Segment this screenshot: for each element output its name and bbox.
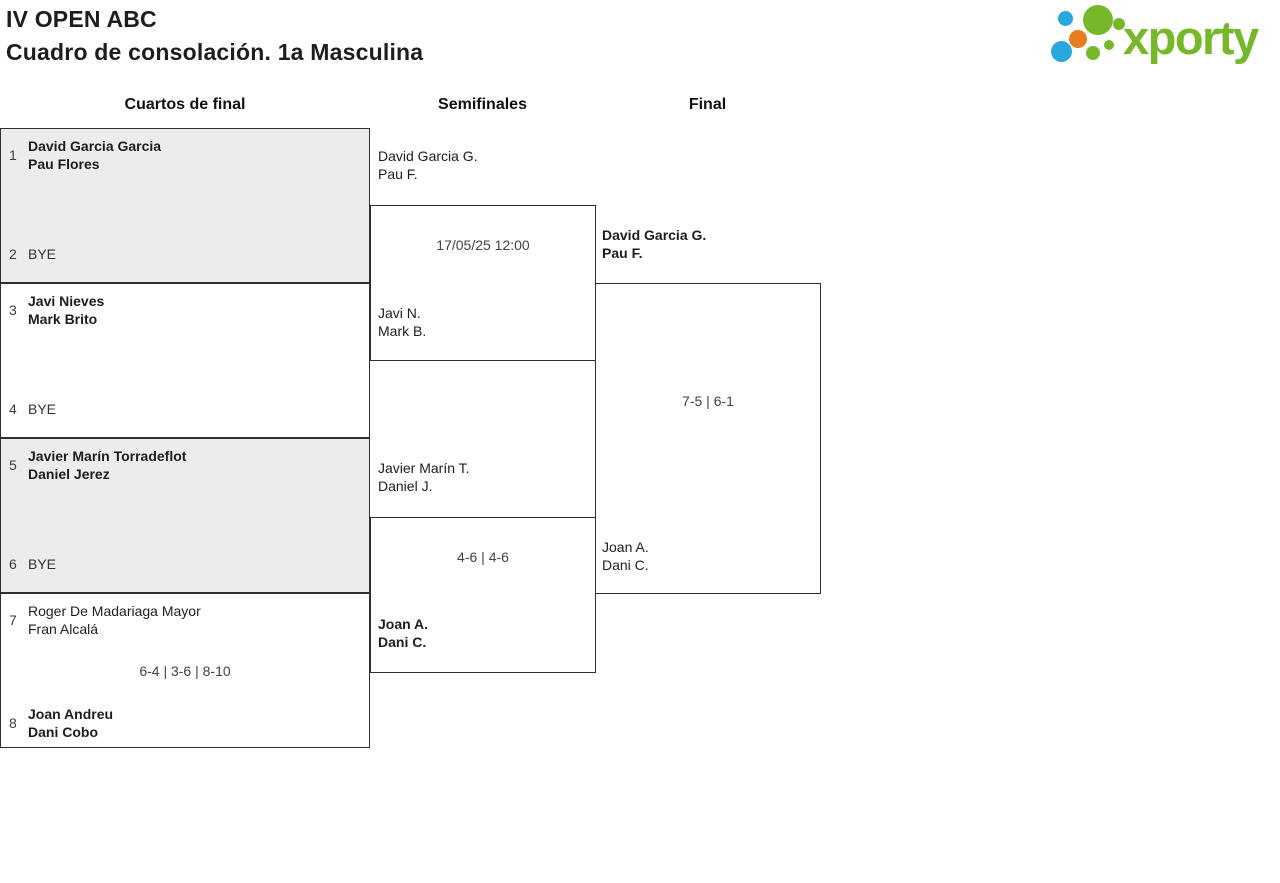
team-name: Daniel J. <box>378 478 433 494</box>
team-name: Daniel Jerez <box>28 466 110 482</box>
header: IV OPEN ABC Cuadro de consolación. 1a Ma… <box>6 3 423 69</box>
logo-dot-green-small <box>1086 46 1100 60</box>
logo-dot-blue-small <box>1058 11 1073 26</box>
advancing-team-label: Joan A. Dani C. <box>602 538 812 574</box>
advancing-team-label: David Garcia G. Pau F. <box>378 147 588 183</box>
team-name: Pau F. <box>602 245 643 261</box>
team-entry: 5 Javier Marín Torradeflot Daniel Jerez <box>9 447 186 483</box>
logo-dot-orange <box>1069 30 1087 48</box>
team-name: Javier Marín T. <box>378 460 470 476</box>
team-name: David Garcia G. <box>602 227 707 243</box>
page-title: IV OPEN ABC <box>6 6 157 32</box>
bye-label: BYE <box>28 246 57 262</box>
team-name: Dani C. <box>378 634 427 650</box>
round-header-final: Final <box>688 96 727 113</box>
seed-number: 6 <box>9 556 17 572</box>
team-name: David Garcia Garcia <box>28 138 162 154</box>
seed-number: 3 <box>9 302 17 318</box>
team-entry: 8 Joan Andreu Dani Cobo <box>9 705 113 741</box>
seed-number: 1 <box>9 147 17 163</box>
match-score: 4-6 | 4-6 <box>457 549 509 565</box>
team-entry-bye: 4 BYE <box>9 400 56 418</box>
seed-number: 4 <box>9 401 17 417</box>
seed-number: 8 <box>9 715 17 731</box>
seed-number: 7 <box>9 612 17 628</box>
advancing-team-label: Javier Marín T. Daniel J. <box>378 459 588 495</box>
advancing-team-label: David Garcia G. Pau F. <box>602 226 812 262</box>
team-name: Dani Cobo <box>28 724 98 740</box>
advancing-team-label: Javi N. Mark B. <box>378 304 588 340</box>
logo-dot-green-large <box>1083 5 1113 35</box>
team-name: Dani C. <box>602 557 649 573</box>
logo-dot-green-tiny <box>1104 40 1114 50</box>
team-name: Pau F. <box>378 166 418 182</box>
team-name: Mark B. <box>378 323 427 339</box>
match-final[interactable] <box>595 283 821 594</box>
team-name: Joan A. <box>378 616 429 632</box>
match-quarterfinal-3[interactable]: 5 Javier Marín Torradeflot Daniel Jerez … <box>0 438 370 593</box>
team-name: Joan Andreu <box>28 706 114 722</box>
round-header-semifinals: Semifinales <box>438 96 527 113</box>
team-name: Mark Brito <box>28 311 98 327</box>
team-name: Javi N. <box>378 305 421 321</box>
match-quarterfinal-2[interactable]: 3 Javi Nieves Mark Brito 4 BYE <box>0 283 370 438</box>
advancing-team-label: Joan A. Dani C. <box>378 615 588 651</box>
page-subtitle: Cuadro de consolación. 1a Masculina <box>6 39 424 65</box>
team-name: Javier Marín Torradeflot <box>28 448 187 464</box>
bye-label: BYE <box>28 401 57 417</box>
team-entry-bye: 6 BYE <box>9 555 56 573</box>
match-score: 6-4 | 3-6 | 8-10 <box>139 662 231 679</box>
team-name: David Garcia G. <box>378 148 478 164</box>
match-quarterfinal-1[interactable]: 1 David Garcia Garcia Pau Flores 2 BYE <box>0 128 370 283</box>
round-header-quarterfinals: Cuartos de final <box>124 96 246 113</box>
seed-number: 2 <box>9 246 17 262</box>
team-name: Joan A. <box>602 539 649 555</box>
match-quarterfinal-4[interactable]: 7 Roger De Madariaga Mayor Fran Alcalá 6… <box>0 593 370 748</box>
xporty-logo[interactable]: xporty <box>1045 0 1280 72</box>
team-entry: 7 Roger De Madariaga Mayor Fran Alcalá <box>9 602 201 638</box>
match-semifinal-2[interactable] <box>370 517 596 673</box>
team-entry-bye: 2 BYE <box>9 245 56 263</box>
match-score: 7-5 | 6-1 <box>682 393 734 409</box>
team-name: Roger De Madariaga Mayor <box>28 603 201 619</box>
team-entry: 1 David Garcia Garcia Pau Flores <box>9 137 161 173</box>
match-datetime: 17/05/25 12:00 <box>436 237 530 253</box>
bye-label: BYE <box>28 556 57 572</box>
team-name: Javi Nieves <box>28 293 105 309</box>
team-entry: 3 Javi Nieves Mark Brito <box>9 292 104 328</box>
logo-wordmark: xporty <box>1123 11 1259 64</box>
team-name: Pau Flores <box>28 156 100 172</box>
logo-dot-blue-large <box>1051 41 1072 62</box>
team-name: Fran Alcalá <box>28 621 99 637</box>
seed-number: 5 <box>9 457 17 473</box>
logo-dot-green-mid <box>1113 18 1125 30</box>
